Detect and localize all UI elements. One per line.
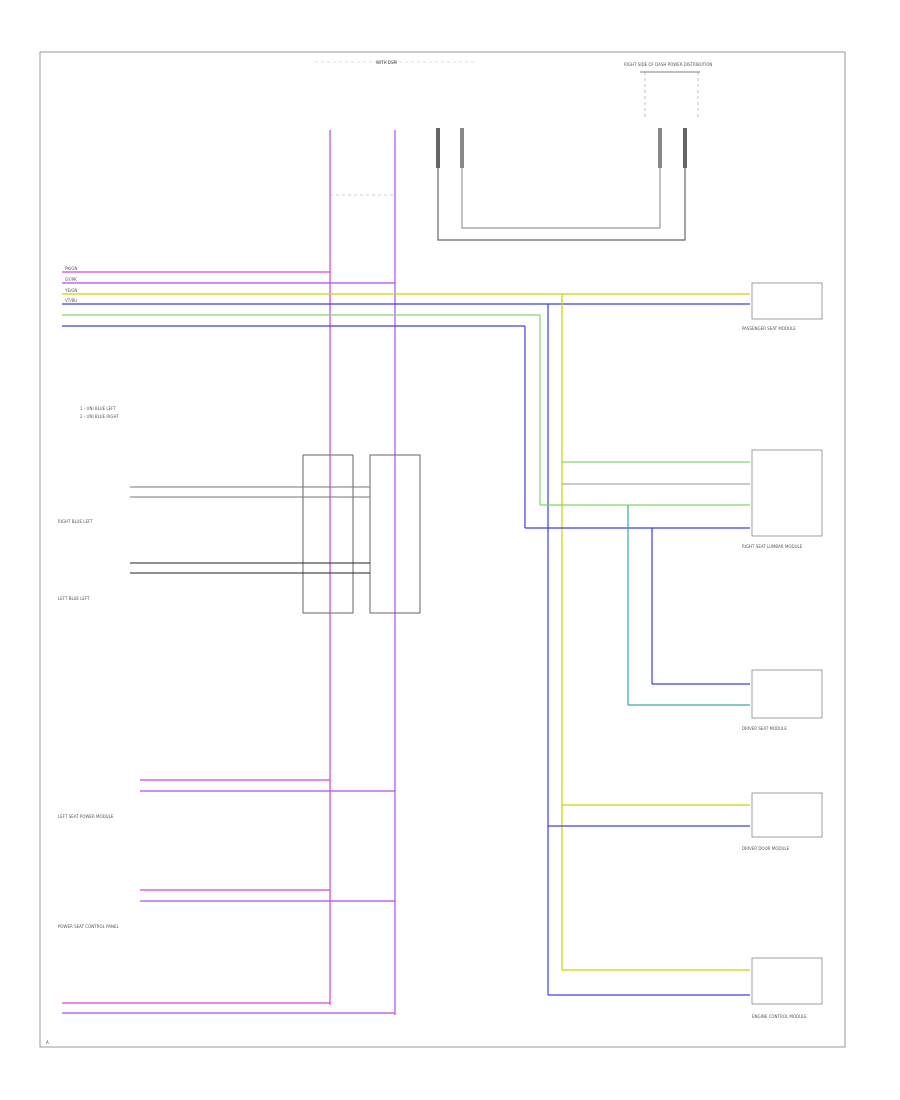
label-gy: GY/PK	[65, 277, 77, 282]
left-label-1: RIGHT BLUE LEFT	[58, 519, 93, 524]
component-c4-label: DRIVER DOOR MODULE	[742, 846, 790, 851]
label-vt: VT/BU	[65, 298, 77, 303]
diagram-frame	[39, 51, 846, 1048]
wire-loop-outer	[437, 128, 686, 241]
component-c5-label: ENGINE CONTROL MODULE	[752, 1014, 807, 1019]
header-title: WITH DSM	[376, 60, 397, 65]
component-c2-label: RIGHT SEAT LUMBAR MODULE	[742, 544, 803, 549]
label-ye: YE/GN	[64, 288, 77, 293]
connector-top-1	[436, 128, 440, 168]
component-c3	[751, 669, 823, 719]
connector-top-3	[658, 128, 662, 168]
component-c4	[751, 792, 823, 838]
component-c2	[751, 449, 823, 537]
left-label-2: LEFT BLUE LEFT	[58, 596, 90, 601]
central-module-1	[302, 454, 354, 614]
legend-2: 2 - UNI BLUE RIGHT	[80, 414, 119, 419]
wire-loop-inner	[461, 128, 661, 229]
left-label-4: POWER SEAT CONTROL PANEL	[58, 924, 120, 929]
left-label-3: LEFT SEAT POWER MODULE	[58, 814, 114, 819]
component-c5	[751, 957, 823, 1005]
component-c1	[751, 282, 823, 320]
component-c1-label: PASSENGER SEAT MODULE	[742, 326, 796, 331]
central-module-2	[369, 454, 421, 614]
corner-label: A	[46, 1040, 49, 1045]
component-c3-label: DRIVER SEAT MODULE	[742, 726, 787, 731]
module-label-top-right: RIGHT SIDE OF DASH POWER DISTRIBUTION	[624, 62, 712, 67]
connector-top-4	[683, 128, 687, 168]
legend-1: 1 - UNI BLUE LEFT	[80, 406, 116, 411]
label-pk: PK/GN	[65, 266, 77, 271]
connector-top-2	[460, 128, 464, 168]
